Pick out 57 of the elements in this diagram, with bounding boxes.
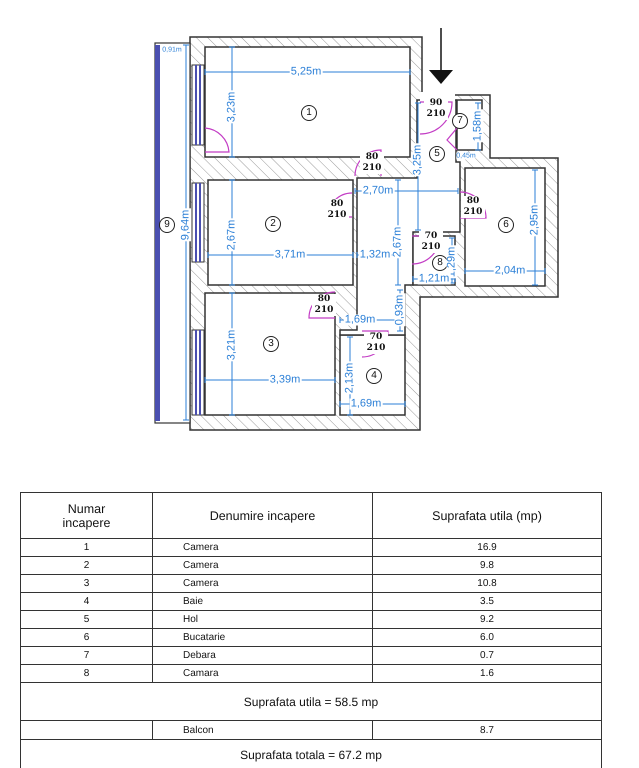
table-cell: Camera [152, 538, 372, 556]
dimension-label: 1,69m [344, 314, 376, 326]
table-cell: 9.8 [372, 556, 602, 574]
dimension-label: 3,23m [226, 90, 238, 124]
table-cell: Balcon [152, 720, 372, 740]
table-header: Numar incapere [20, 492, 152, 538]
table-cell: 5 [20, 610, 152, 628]
table-cell: 0.7 [372, 646, 602, 664]
table-cell: 1 [20, 538, 152, 556]
dimension-label: 3,25m [412, 144, 424, 176]
door-size-label: 80 210 [325, 199, 349, 221]
table-cell: Baie [152, 592, 372, 610]
dimension-label: 1,32m [358, 250, 392, 260]
table-cell: Hol [152, 610, 372, 628]
dimension-label: 1,69m [350, 398, 382, 410]
dimension-label: 5,25m [290, 66, 322, 78]
table-cell: 8.7 [372, 720, 602, 740]
table-cell: Bucatarie [152, 628, 372, 646]
table-header: Denumire incapere [152, 492, 372, 538]
door-size-label: 90 210 [424, 98, 448, 120]
dimension-label: 2,95m [530, 204, 540, 236]
table-cell: 9.2 [372, 610, 602, 628]
table-cell: Debara [152, 646, 372, 664]
dimension-label: 3,21m [226, 328, 238, 362]
table-cell: 7 [20, 646, 152, 664]
table-cell: 10.8 [372, 574, 602, 592]
door-size-label: 70 210 [364, 332, 388, 354]
table-cell: Camera [152, 574, 372, 592]
dimension-label: 3,71m [274, 250, 306, 260]
dimension-label: 2,70m [362, 186, 394, 196]
dimension-label: 2,04m [494, 266, 526, 276]
door-size-label: 80 210 [360, 152, 384, 174]
table-cell: 6 [20, 628, 152, 646]
door-size-label: 80 210 [312, 294, 336, 316]
table-cell: 3 [20, 574, 152, 592]
door-size-label: 80 210 [461, 196, 485, 218]
dimension-label: 9,64m [180, 208, 192, 242]
dimension-label: 2,67m [226, 218, 238, 252]
table-cell: 6.0 [372, 628, 602, 646]
dimension-label: 0,93m [394, 294, 406, 326]
dimension-label: 2,67m [392, 226, 404, 258]
table-cell: Camera [152, 556, 372, 574]
table-cell: 3.5 [372, 592, 602, 610]
table-cell: Camara [152, 664, 372, 682]
dimension-label: 1,21m [418, 274, 450, 284]
table-cell: 1.6 [372, 664, 602, 682]
table-cell: 16.9 [372, 538, 602, 556]
dimension-label: 2,13m [344, 362, 356, 394]
dimension-label: 1,58m [472, 110, 484, 142]
table-cell: 2 [20, 556, 152, 574]
total-row-text: Suprafata utila = 58.5 mp [20, 682, 602, 720]
table-cell: 8 [20, 664, 152, 682]
dimension-label: 3,39m [268, 374, 302, 386]
total-row-text: Suprafata totala = 67.2 mp [20, 740, 602, 768]
table-cell: 4 [20, 592, 152, 610]
table-header: Suprafata utila (mp) [372, 492, 602, 538]
door-size-label: 70 210 [419, 231, 443, 253]
